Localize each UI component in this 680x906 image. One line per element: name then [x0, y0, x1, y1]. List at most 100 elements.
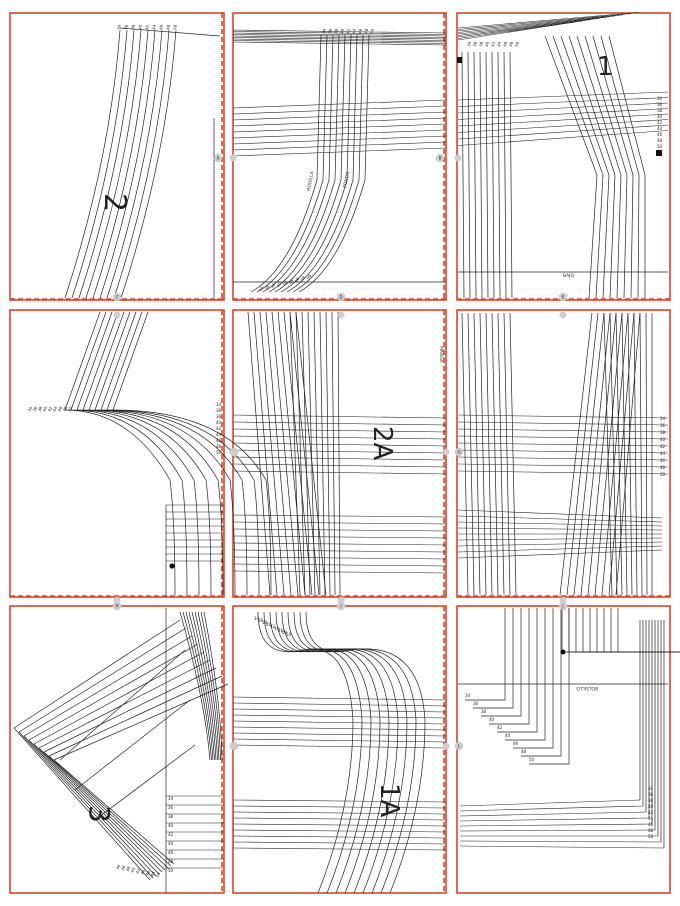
piece1-inseam — [566, 312, 599, 596]
piece1a-line — [232, 708, 447, 713]
register-mark-echo — [337, 311, 345, 319]
size-label: 46 — [294, 276, 301, 283]
size-label: 48 — [657, 138, 663, 143]
size-label: 46 — [278, 628, 284, 633]
register-mark-label-I: I — [340, 604, 341, 609]
piece2a-hip — [232, 117, 447, 127]
size-label: 34 — [465, 693, 471, 698]
hem-line — [459, 805, 644, 812]
size-label: 34 — [648, 786, 654, 791]
piece2-edge — [99, 29, 156, 299]
size-label: 42 — [345, 28, 351, 34]
piece1-outseam — [503, 51, 507, 299]
hem-line — [459, 799, 641, 807]
piece1-inseam — [584, 35, 628, 299]
piece3-curve — [191, 611, 217, 761]
size-label: 36 — [168, 805, 174, 810]
size-label: 48 — [62, 405, 69, 412]
size-label: 42 — [490, 41, 496, 47]
size-label: 36 — [473, 701, 479, 706]
size-label: 44 — [660, 451, 666, 456]
piece3-notch-line — [94, 744, 196, 821]
piece2a-hip — [232, 147, 447, 157]
piece2-edge — [71, 29, 128, 299]
size-label: 50 — [648, 834, 654, 839]
piece3-curve — [200, 611, 221, 761]
piece2a-inseam — [319, 311, 326, 596]
piece1-inseam — [621, 312, 628, 596]
piece1-outseam — [485, 51, 489, 299]
pocket-line — [596, 608, 675, 653]
piece2a-waist — [232, 41, 447, 46]
piece1-inseam — [560, 35, 610, 299]
size-label: 40 — [130, 866, 137, 873]
piece1-knee-line — [457, 527, 663, 531]
piece1-hip-line — [457, 130, 669, 146]
piece2a-outseam — [259, 311, 285, 596]
piece3-edge — [38, 659, 211, 749]
piece1-outseam — [473, 312, 481, 596]
register-mark-C — [112, 292, 122, 302]
piece3-curve — [182, 611, 212, 761]
pocket-line — [529, 608, 570, 765]
register-mark-label-D: D — [339, 295, 342, 300]
piece1-knee-line — [457, 509, 663, 519]
size-label: 42 — [660, 444, 666, 449]
size-label: 48 — [300, 275, 307, 282]
piece2a-crotch — [274, 34, 346, 293]
piece2a-outseam — [253, 311, 278, 596]
size-label: 38 — [657, 108, 663, 113]
size-label: 48 — [165, 24, 171, 30]
piece2a-outseam — [277, 311, 306, 596]
piece2a-inseam — [331, 311, 336, 596]
size-label: 38 — [660, 430, 666, 435]
piece3-edge — [53, 683, 229, 761]
size-label: 44 — [648, 816, 654, 821]
dart-point — [169, 563, 175, 569]
piece3-edge — [53, 759, 175, 865]
piece1-waist — [457, 21, 576, 41]
size-label: 48 — [660, 465, 666, 470]
piece1a-line — [232, 835, 447, 839]
size-label: 36 — [657, 102, 663, 107]
hem-line — [459, 823, 653, 827]
piece1-inseam — [592, 35, 634, 299]
piece1a-line — [232, 738, 447, 743]
piece1-outseam — [479, 51, 483, 299]
page-frame — [9, 12, 225, 301]
piece1-knee-line — [457, 470, 669, 475]
piece1-knee-line — [457, 421, 669, 426]
piece2a-hip — [232, 135, 447, 145]
piece1-knee-line — [457, 435, 669, 440]
piece2a-waist — [232, 40, 447, 44]
piece1-hip-line — [457, 108, 669, 120]
register-mark-echo — [442, 448, 450, 456]
piece2a-lower — [232, 570, 447, 574]
size-label: 46 — [502, 41, 508, 47]
size-label: 48 — [282, 630, 288, 635]
size-label: 38 — [478, 41, 484, 47]
size-label: 36 — [120, 864, 127, 871]
size-label: 40 — [276, 281, 283, 288]
size-label: 44 — [52, 405, 59, 412]
register-mark-label-J: J — [561, 604, 563, 609]
size-label: 40 — [137, 24, 143, 30]
size-label: 44 — [168, 841, 174, 846]
piece1a-line — [232, 744, 447, 749]
size-label: 40 — [266, 622, 272, 627]
register-mark-echo — [229, 448, 237, 456]
piece2-curve — [112, 311, 272, 596]
size-label: 46 — [657, 132, 663, 137]
piece1a-curve — [293, 611, 408, 894]
piece1a-line — [232, 805, 447, 809]
piece2-curve — [88, 311, 224, 596]
piece3-curve — [185, 611, 214, 761]
piece1a-curve — [275, 611, 381, 894]
pocket-label: BOLSILLO — [576, 685, 598, 691]
size-label: 36 — [216, 408, 222, 413]
piece1-knee-line — [457, 442, 669, 447]
size-label: 46 — [57, 405, 64, 412]
size-label: 38 — [648, 798, 654, 803]
size-label: 50 — [657, 144, 663, 149]
piece2-curve — [64, 311, 176, 596]
